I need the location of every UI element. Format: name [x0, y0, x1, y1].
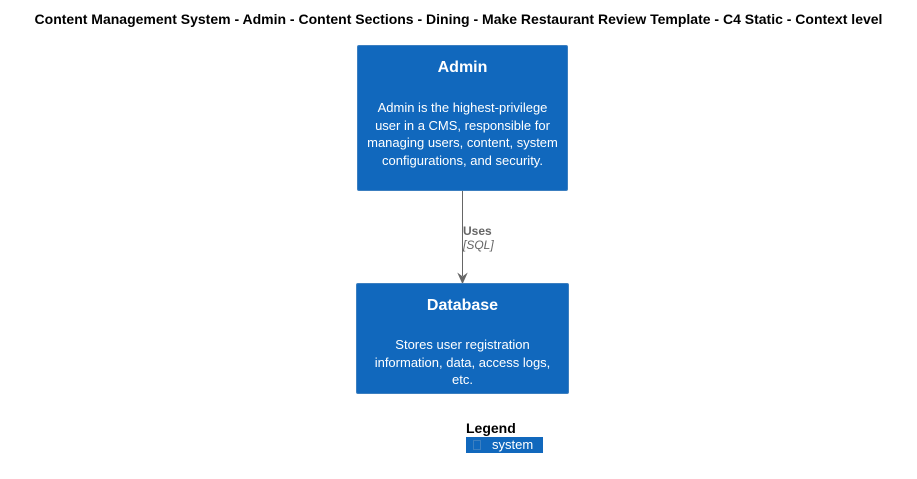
node-database-name: Database — [426, 297, 499, 314]
legend-item-system: system — [466, 437, 543, 453]
node-database: Database Stores user registration inform… — [356, 283, 569, 394]
uses-edge-technology: [SQL] — [463, 238, 494, 252]
legend-item-label: system — [492, 437, 534, 452]
node-database-description: Stores user registration information, da… — [374, 337, 551, 387]
node-admin-name: Admin — [437, 59, 488, 76]
uses-edge-arrowhead — [457, 272, 468, 285]
uses-edge-label: Uses — [463, 224, 492, 238]
node-admin-description: Admin is the highest-privilege user in a… — [367, 100, 558, 168]
legend-title: Legend — [466, 420, 516, 436]
node-admin: Admin Admin is the highest-privilege use… — [357, 45, 568, 191]
legend-swatch-icon — [473, 440, 481, 450]
diagram-title: Content Management System - Admin - Cont… — [34, 11, 883, 27]
